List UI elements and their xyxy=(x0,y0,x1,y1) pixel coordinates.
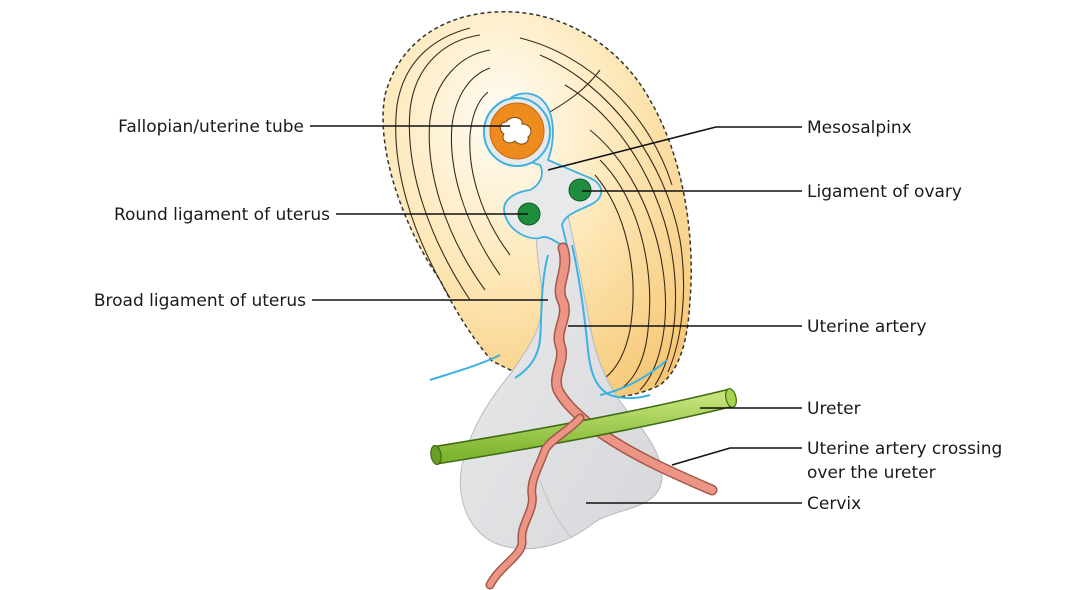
label-ureter: Ureter xyxy=(807,399,861,419)
fallopian-tube xyxy=(484,98,550,166)
label-broad-ligament: Broad ligament of uterus xyxy=(94,291,306,311)
leader-crossing xyxy=(672,448,802,465)
label-uterine-artery: Uterine artery xyxy=(807,317,927,337)
label-ligament-of-ovary: Ligament of ovary xyxy=(807,182,962,202)
ligament-of-ovary-dot xyxy=(569,179,591,201)
label-crossing-line1: Uterine artery crossing xyxy=(807,439,1002,459)
label-fallopian-tube: Fallopian/uterine tube xyxy=(118,117,304,137)
label-mesosalpinx: Mesosalpinx xyxy=(807,118,912,138)
label-round-ligament: Round ligament of uterus xyxy=(114,205,330,225)
label-cervix: Cervix xyxy=(807,494,861,514)
label-crossing-line2: over the ureter xyxy=(807,463,936,483)
